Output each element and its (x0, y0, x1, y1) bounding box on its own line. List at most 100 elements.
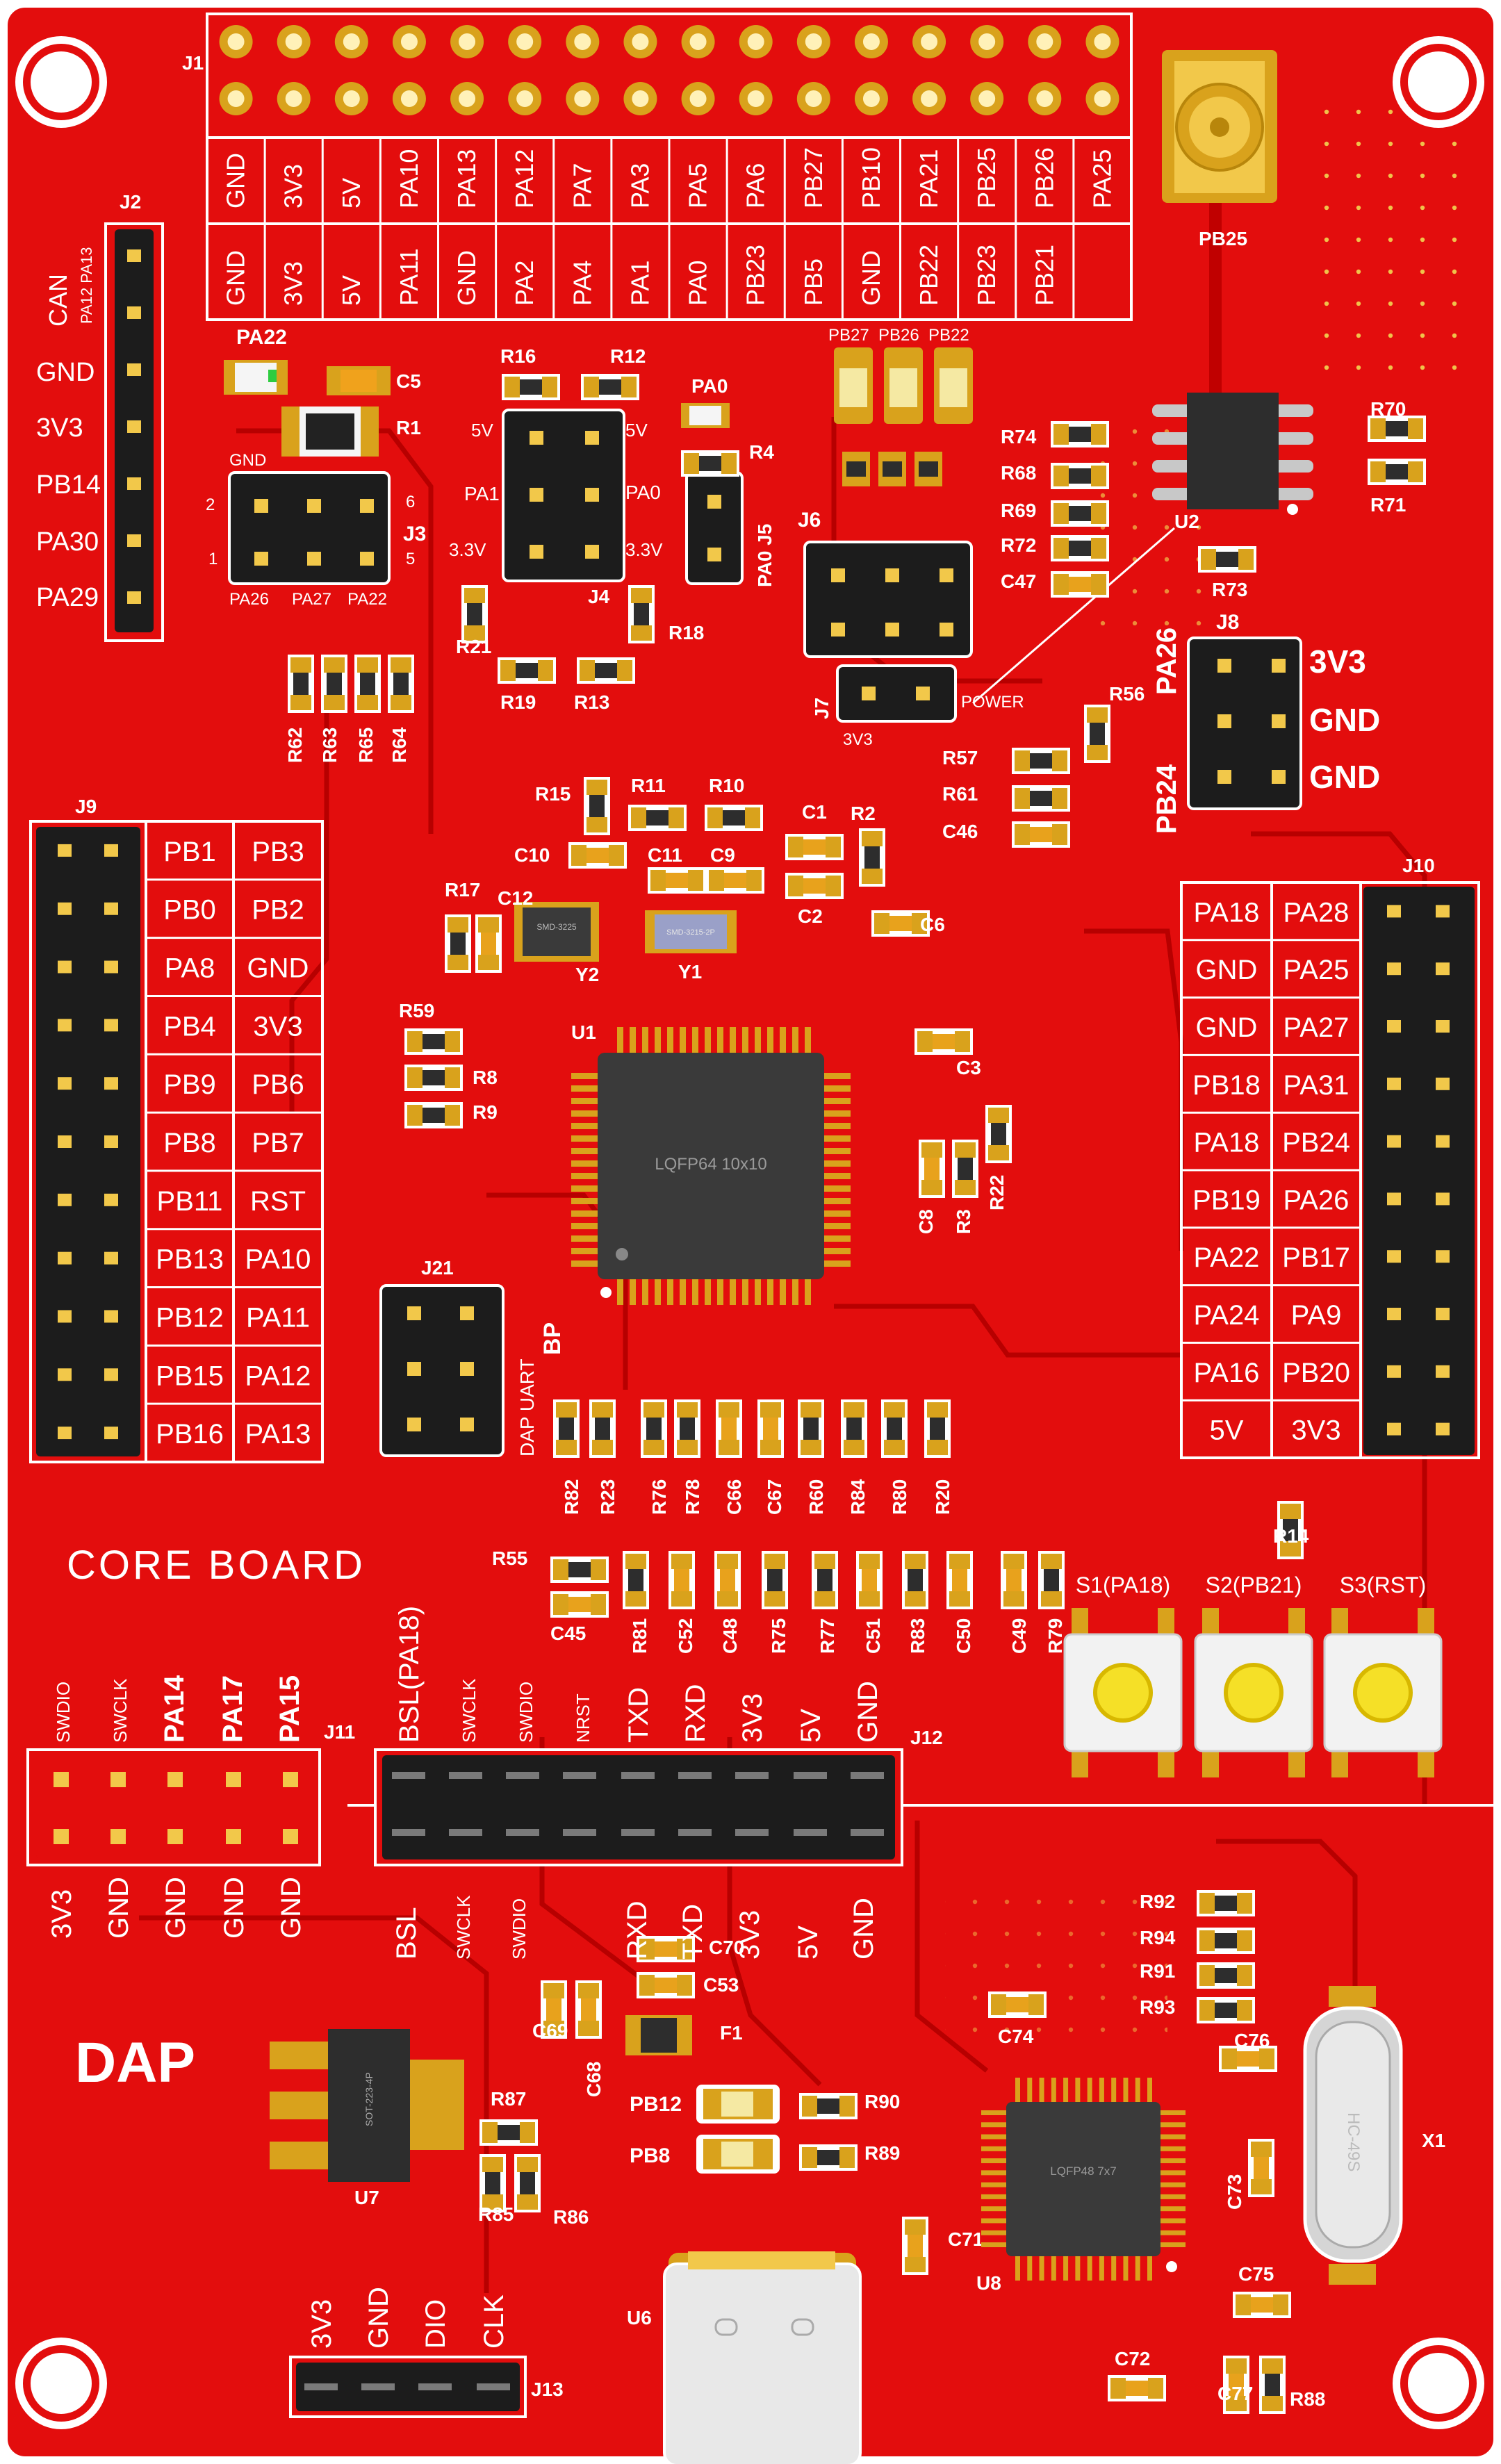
j1-row2-label: PA11 (395, 248, 423, 306)
passive-pad (1091, 538, 1106, 559)
passive-pad (643, 1402, 664, 1418)
refdes-r12: R12 (610, 345, 646, 367)
j1-pin-hole (632, 33, 649, 50)
refdes-c52: C52 (675, 1618, 696, 1654)
j9-pin (104, 1310, 118, 1323)
passive-pad (290, 695, 311, 710)
u8-pin (1075, 2256, 1081, 2281)
u1-pin (705, 1027, 711, 1055)
j1-row2-label: PA2 (510, 261, 539, 306)
led-resistor-body (883, 461, 902, 477)
passive-pad (1201, 549, 1216, 570)
passive-pad (448, 917, 468, 933)
passive-pad (592, 1440, 613, 1455)
passive-pad (1251, 2179, 1272, 2194)
u8-pin (981, 2242, 1006, 2247)
j8-gnd1: GND (1309, 702, 1380, 738)
j8-3v3: 3V3 (1309, 643, 1366, 680)
j12-pin (678, 1829, 712, 1836)
refdes-c2: C2 (798, 905, 823, 927)
j10-label-left: PA16 (1194, 1358, 1260, 1388)
j9-pin (58, 1310, 72, 1323)
passive-pad (631, 807, 646, 828)
passive-pad (1053, 538, 1069, 559)
j1-pin-hole (978, 33, 996, 50)
passive-pad (482, 2122, 498, 2143)
passive-pad (639, 1975, 655, 1996)
u8-pin (981, 2158, 1006, 2164)
j6-pin (831, 568, 845, 582)
passive-pad (1041, 1591, 1062, 1607)
passive-body (581, 1998, 596, 2021)
passive-pad (746, 870, 762, 891)
passive-pad (988, 1108, 1009, 1123)
j1-row1-label: PB25 (972, 147, 1001, 208)
u8-pin (1051, 2256, 1056, 2281)
j11-pin (110, 1829, 126, 1844)
sma-connector[interactable]: PB25 (1162, 50, 1277, 249)
j4-right-pa0: PA0 (625, 482, 661, 503)
passive-body (568, 1562, 591, 1577)
j8-pb24: PB24 (1151, 764, 1182, 834)
passive-body (498, 2125, 520, 2140)
j10-pin (1387, 1192, 1401, 1206)
u1-pin (571, 1185, 599, 1192)
switch-button[interactable] (1093, 1663, 1153, 1723)
j3-pin6: 6 (406, 493, 415, 511)
j13-label: CLK (479, 2294, 509, 2349)
passive-pad (826, 876, 841, 896)
passive-body (1069, 577, 1091, 592)
passive-pad (324, 657, 345, 673)
usb-c-connector[interactable]: U6 (627, 2251, 862, 2464)
passive-pad (556, 1402, 577, 1418)
switch-button[interactable] (1224, 1663, 1283, 1723)
passive-pad (1259, 2048, 1274, 2069)
passive-pad (677, 1939, 692, 1960)
j12-pin (794, 1772, 827, 1779)
refdes-c69: C69 (532, 2020, 568, 2042)
passive-body (568, 1597, 591, 1612)
j12-top-label: TXD (623, 1687, 654, 1743)
u1-pin (823, 1260, 851, 1267)
j1-pin-hole (862, 33, 880, 50)
refdes-c66: C66 (723, 1479, 745, 1515)
j10-pin (1387, 905, 1401, 918)
passive-pad (290, 657, 311, 673)
refdes-r60: R60 (805, 1479, 827, 1515)
u8-pin (1160, 2194, 1186, 2199)
j10-label-left: PA18 (1194, 897, 1260, 928)
j11-pin (110, 1772, 126, 1787)
passive-pad (445, 1067, 460, 1088)
u1-pin (742, 1027, 748, 1055)
passive-pad (1015, 750, 1030, 771)
u8-pin (1160, 2206, 1186, 2212)
passive-body (1044, 1569, 1059, 1591)
u1-pin (571, 1073, 599, 1079)
u1-pin (805, 1277, 811, 1305)
passive-body (862, 1569, 877, 1591)
passive-pad (578, 2021, 599, 2036)
j1-pin-hole (400, 90, 418, 107)
passive-body (817, 2150, 839, 2165)
passive-body (1386, 421, 1408, 436)
j9-label-right: PA13 (245, 1419, 311, 1449)
j11-pin (54, 1829, 69, 1844)
j9-pin (104, 844, 118, 857)
u8-pin (1015, 2256, 1020, 2281)
switch-button[interactable] (1353, 1663, 1413, 1723)
j2-pin (127, 534, 141, 547)
j4-ref: J4 (588, 586, 610, 607)
j21-dap-uart: DAP UART (516, 1358, 538, 1456)
passive-pad (571, 845, 587, 866)
refdes-c47: C47 (1001, 570, 1036, 592)
passive-pad (905, 2219, 926, 2235)
j10-label-left: 5V (1210, 1415, 1244, 1446)
j2-pin-label: 3V3 (36, 413, 83, 443)
u8-pin (1039, 2256, 1044, 2281)
j10-label-right: PB17 (1282, 1242, 1350, 1273)
j9-pin (104, 1427, 118, 1440)
